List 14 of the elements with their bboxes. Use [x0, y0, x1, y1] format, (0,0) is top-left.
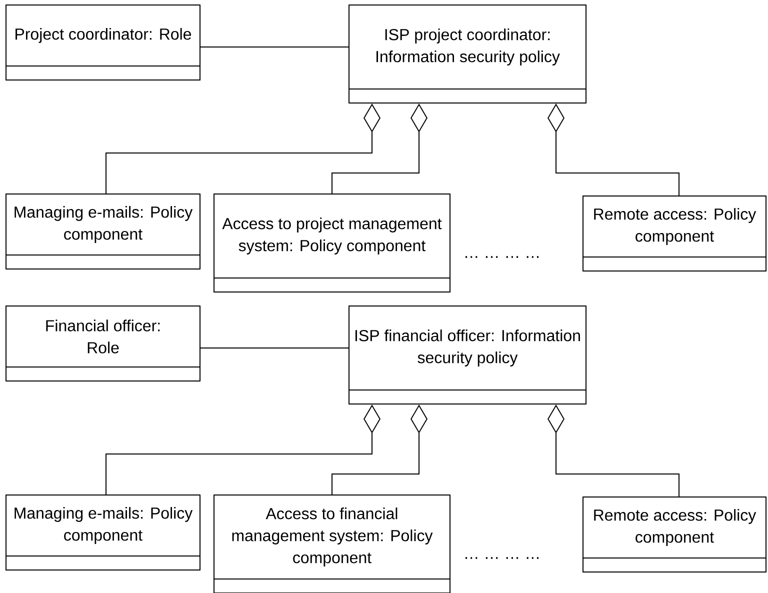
- class-box: Project coordinator: Role: [6, 4, 200, 80]
- ellipsis-text: … … … …: [466, 557, 538, 559]
- class-box: Remote access: Policy component: [582, 496, 766, 572]
- class-box: Financial officer: Role: [6, 305, 200, 382]
- association-line: [200, 347, 349, 348]
- class-box: Managing e-mails: Policy component: [6, 193, 200, 270]
- ellipsis-text: … … … …: [466, 256, 538, 258]
- class-box: Access to project management system: Policy component: [214, 193, 450, 292]
- class-box: ISP financial officer: Information security policy: [348, 305, 586, 404]
- class-box: Managing e-mails: Policy component: [6, 494, 200, 570]
- class-box: Access to financial management system: Policy component: [214, 494, 450, 593]
- association-line: [200, 46, 349, 48]
- class-box: ISP project coordinator: Information security policy: [348, 4, 586, 104]
- class-box: Remote access: Policy component: [582, 195, 766, 272]
